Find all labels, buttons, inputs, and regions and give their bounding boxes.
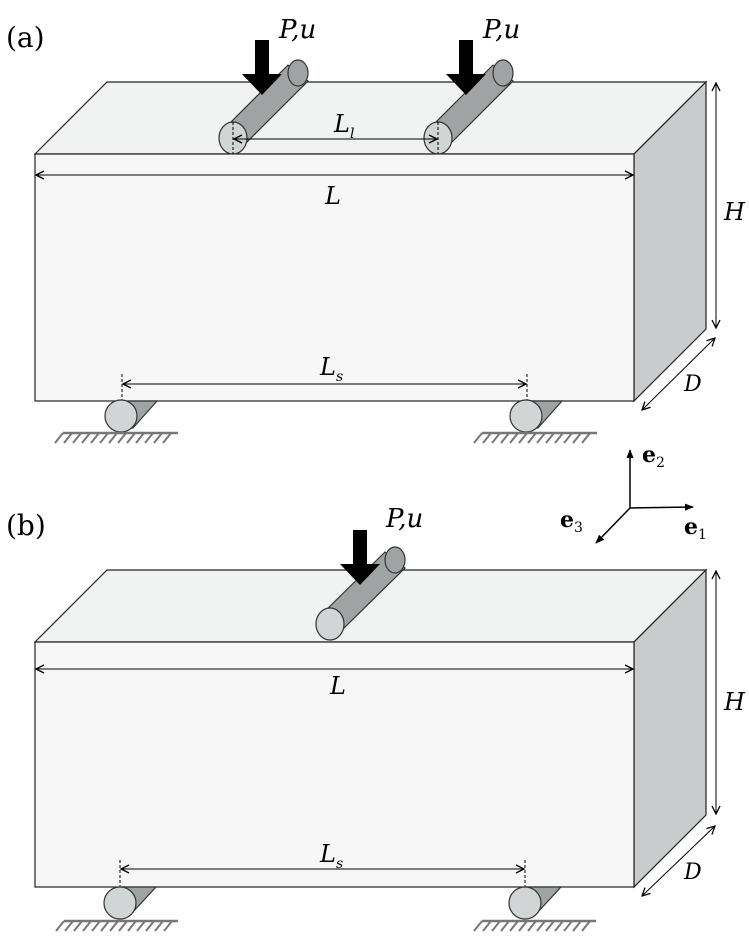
support-span-label-b: Ls: [319, 840, 343, 872]
length-label-a: L: [324, 182, 341, 210]
panel-a: (a) P,u P,u Ll L: [6, 15, 746, 444]
axis-e1-label: e1: [684, 514, 707, 543]
length-label-b: L: [329, 672, 346, 700]
ground-hatch-left-b: [55, 919, 178, 932]
loading-roller-center: [315, 546, 406, 641]
ground-hatch-right-a: [473, 431, 597, 444]
depth-dimension-b: [642, 826, 715, 896]
axis-e3-label: e3: [560, 507, 583, 536]
beam-a-front-face: [34, 153, 635, 402]
beam-a: [33, 80, 708, 403]
axis-e1-arrow: [629, 503, 694, 511]
support-roller-right-b: [508, 886, 563, 920]
ground-hatch-left-a: [54, 431, 178, 444]
depth-dimension-a: [642, 338, 715, 410]
axis-e2-label: e2: [642, 442, 665, 471]
axis-e3-arrow: [595, 507, 631, 544]
support-roller-right-a: [509, 399, 564, 433]
support-span-label-a: Ls: [319, 353, 343, 385]
beam-b: [33, 568, 708, 889]
loading-span-label: Ll: [333, 110, 354, 142]
loading-roller-left: [218, 59, 309, 155]
depth-label-a: D: [683, 372, 702, 397]
load-label-right: P,u: [482, 15, 520, 45]
height-label-a: H: [723, 198, 746, 226]
panel-b-label: (b): [6, 509, 46, 542]
load-arrow-center: [340, 530, 380, 585]
load-label-left: P,u: [278, 15, 316, 45]
support-roller-left-b: [103, 886, 158, 920]
height-label-b: H: [723, 688, 746, 716]
load-arrow-right: [446, 40, 486, 95]
load-label-center: P,u: [385, 504, 423, 534]
support-roller-left-a: [104, 399, 159, 433]
beam-b-front-face: [34, 641, 635, 888]
beam-a-top-face: [33, 81, 708, 155]
load-arrow-left: [242, 40, 282, 95]
ground-hatch-right-b: [473, 919, 596, 932]
panel-a-label: (a): [6, 21, 45, 54]
coordinate-axes: e2 e1 e3: [560, 442, 707, 544]
depth-label-b: D: [683, 860, 702, 885]
panel-b: (b) P,u L H D Ls: [6, 504, 746, 932]
